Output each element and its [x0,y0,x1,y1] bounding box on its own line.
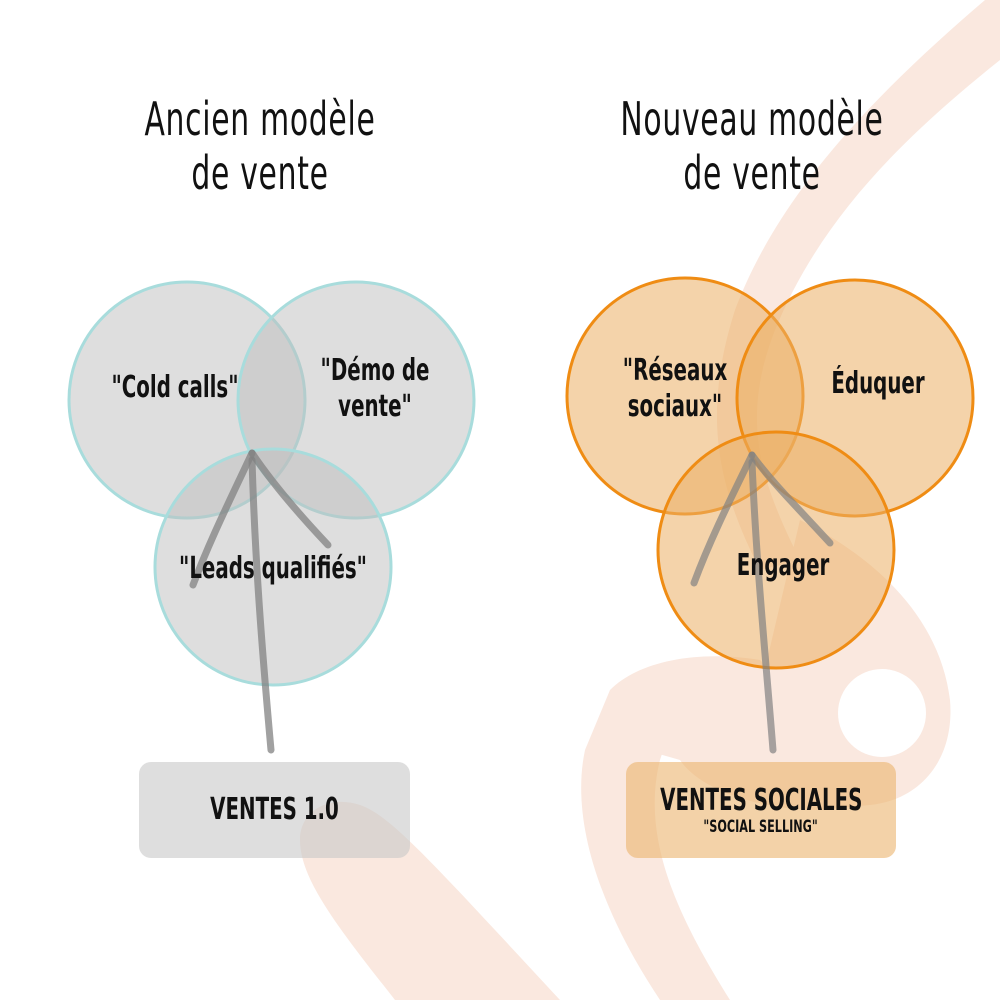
left-title-line2: de vente [191,146,329,200]
label-eduquer-text: Éduquer [831,366,925,401]
label-cold-calls-text: "Cold calls" [111,370,239,405]
label-demo-vente-line1: "Démo de [320,353,430,388]
ventes-1-0-title: VENTES 1.0 [210,792,339,827]
ventes-sociales-title: VENTES SOCIALES [659,783,863,818]
label-cold-calls: "Cold calls" [99,370,251,406]
right-title-line1: Nouveau modèle [620,92,884,146]
label-reseaux-sociaux-line2: sociaux" [627,389,723,424]
label-reseaux-sociaux: "Réseaux sociaux" [599,353,751,425]
label-leads-qualifies: "Leads qualifiés" [174,551,372,587]
new-model-arrow-icon [690,451,834,754]
ventes-sociales-box: VENTES SOCIALES "SOCIAL SELLING" [626,762,896,858]
label-leads-qualifies-text: "Leads qualifiés" [179,551,367,586]
label-demo-vente-line2: vente" [338,389,412,424]
old-model-venn [67,280,476,687]
label-reseaux-sociaux-line1: "Réseaux [622,353,728,388]
ventes-1-0-box: VENTES 1.0 [139,762,410,858]
label-demo-vente: "Démo de vente" [299,353,451,425]
social-selling-subtitle: "SOCIAL SELLING" [703,817,819,837]
label-engager: Engager [707,548,859,584]
circle-engager [656,430,896,670]
old-model-arrow-icon [189,449,332,754]
left-title: Ancien modèle de vente [73,92,447,200]
right-title: Nouveau modèle de vente [565,92,939,200]
new-model-venn [565,276,975,670]
ribbon-loop-hole [838,669,926,757]
label-eduquer: Éduquer [802,366,954,402]
right-title-line2: de vente [683,146,821,200]
label-engager-text: Engager [736,548,830,583]
left-title-line1: Ancien modèle [144,92,376,146]
circle-leads-qualifies [153,447,393,687]
ribbon-lower-band [581,656,800,1000]
